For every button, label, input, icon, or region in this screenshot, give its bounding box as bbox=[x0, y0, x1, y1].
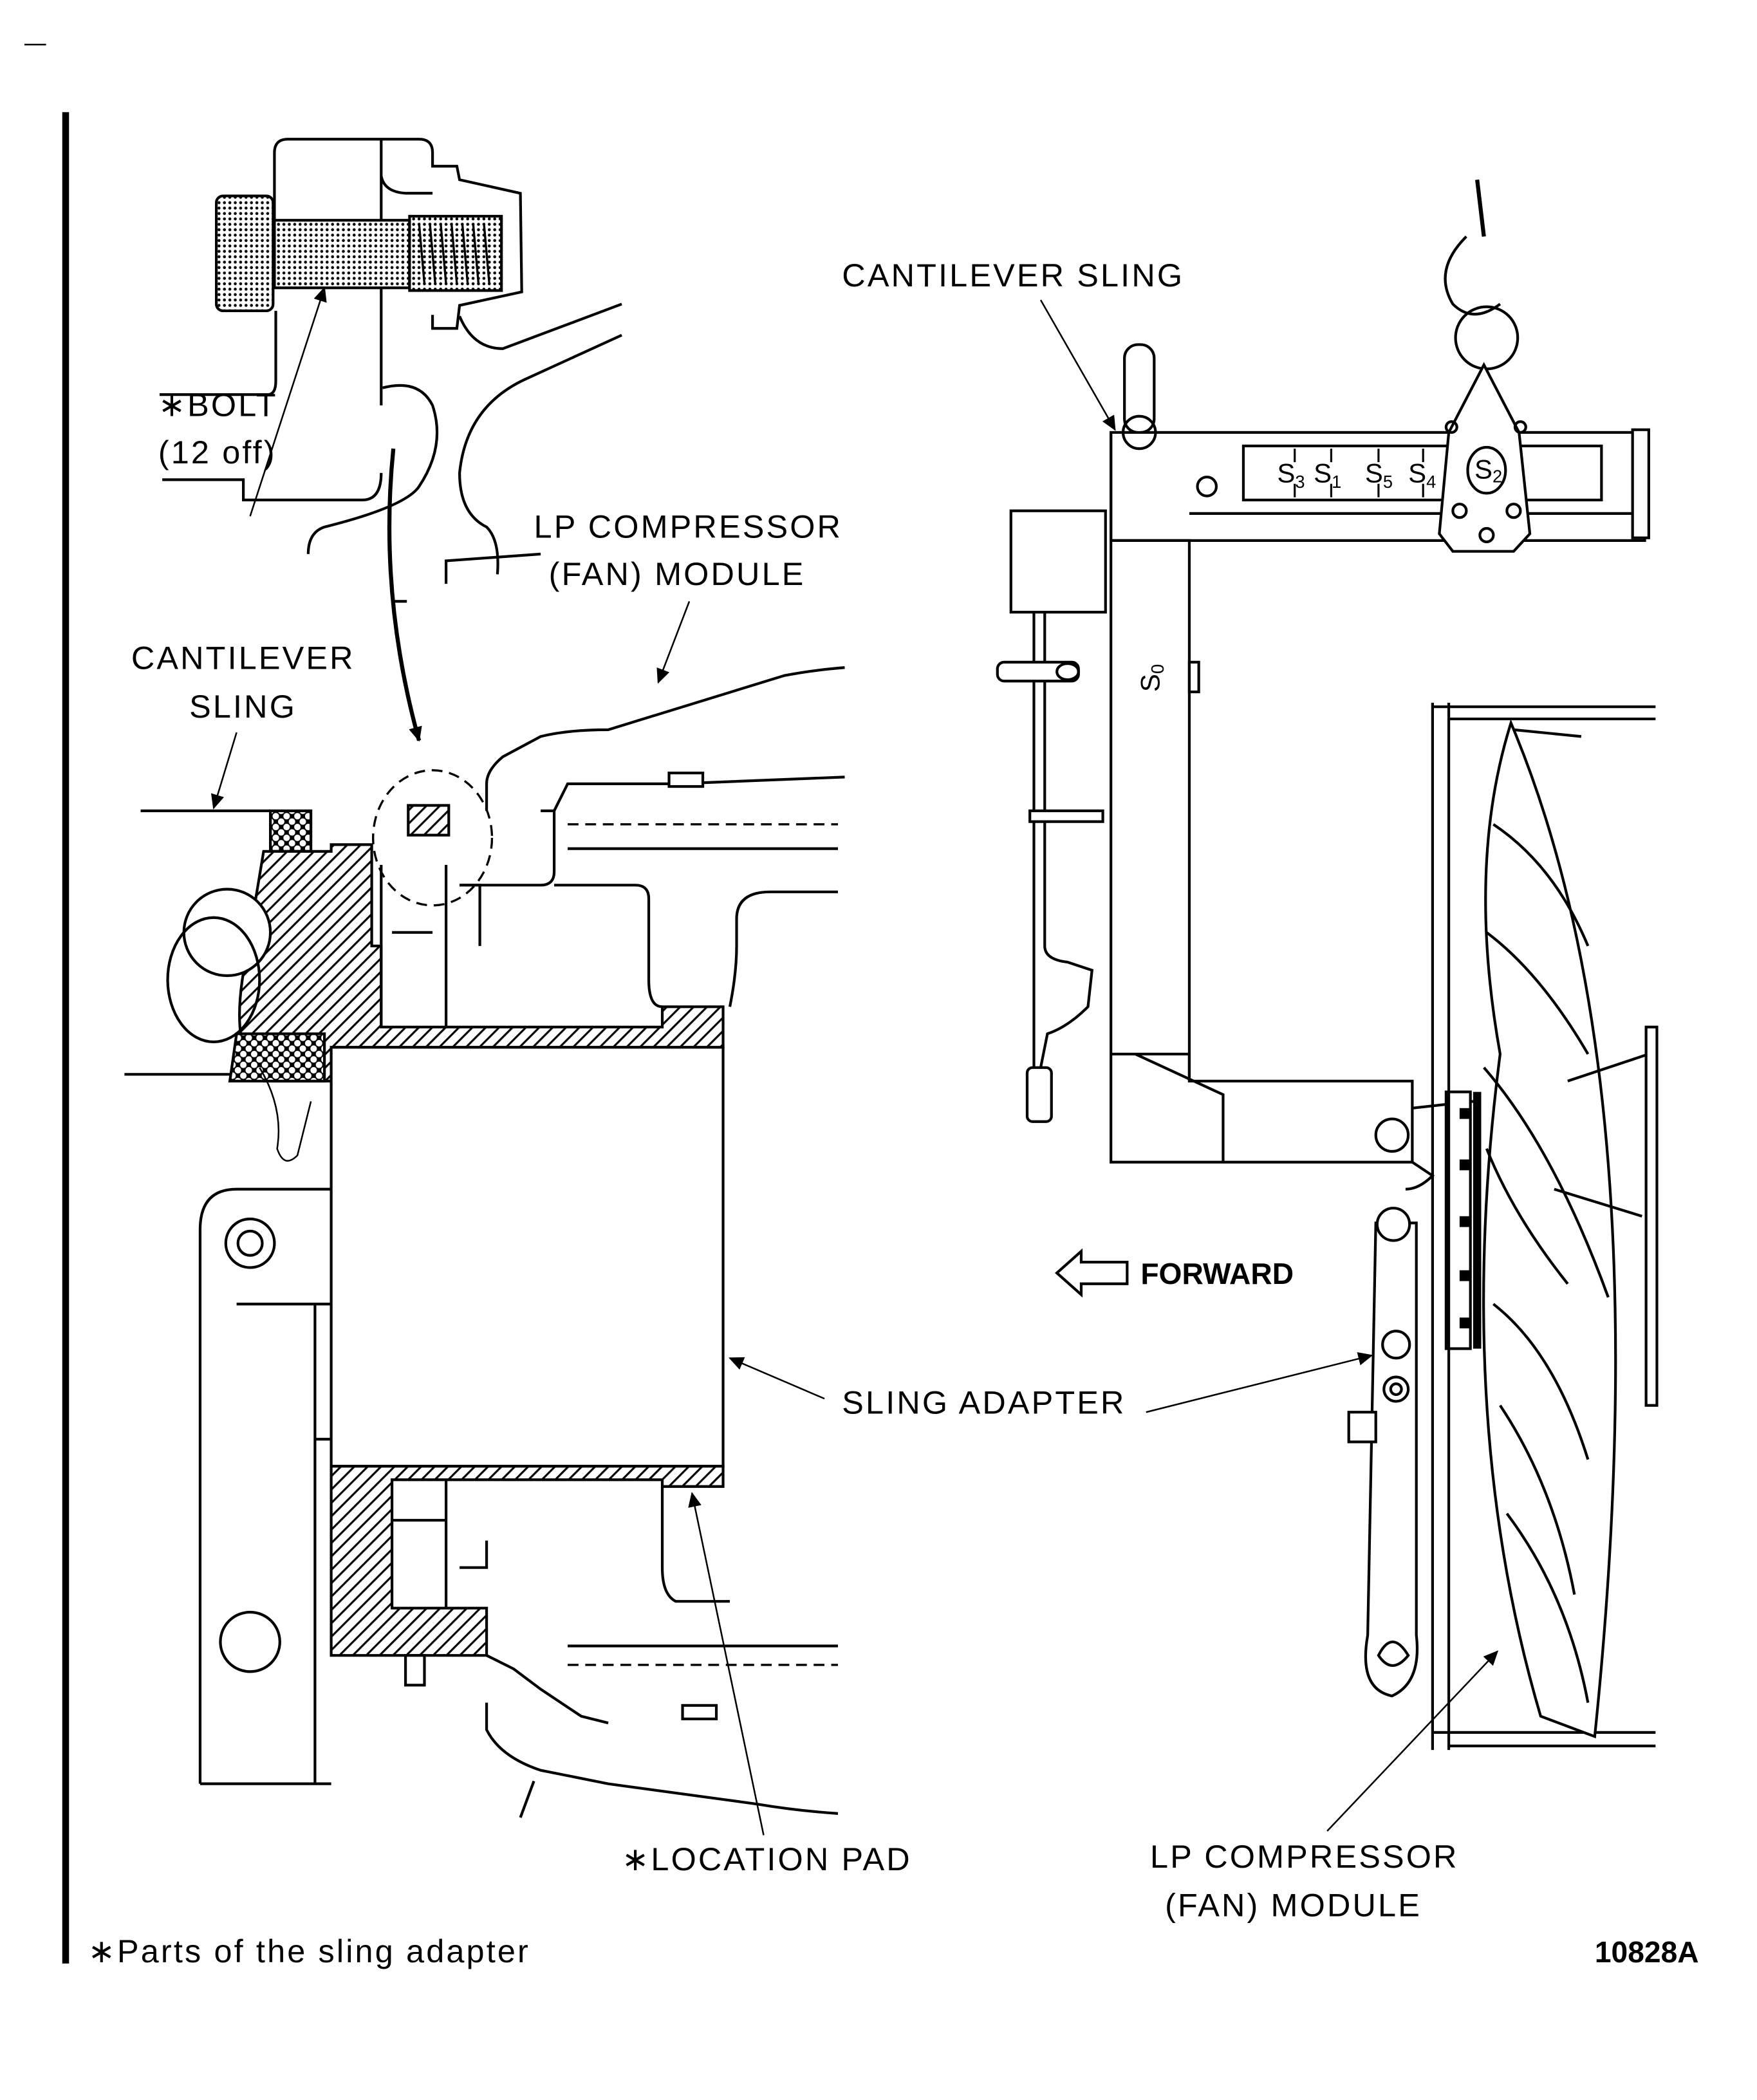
detail-reference-arrow bbox=[387, 448, 422, 742]
scale-mark-s3: S3 bbox=[1277, 458, 1305, 492]
scale-mark-s4: S4 bbox=[1408, 458, 1436, 492]
detail-circle bbox=[372, 769, 494, 907]
sling-adapter-leader-left bbox=[729, 1357, 825, 1400]
left-cantilever-label-line1: CANTILEVER bbox=[131, 639, 355, 676]
location-pad-label: ∗LOCATION PAD bbox=[622, 1841, 912, 1877]
left-lp-module-label-line1: LP COMPRESSOR bbox=[534, 508, 843, 545]
sling-adapter-label: SLING ADAPTER bbox=[842, 1384, 1126, 1420]
bolt-leader bbox=[249, 286, 327, 517]
footnote: ∗Parts of the sling adapter bbox=[88, 1933, 530, 1969]
left-lp-module-label-line2: (FAN) MODULE bbox=[549, 555, 806, 592]
scale-mark-s1: S1 bbox=[1314, 458, 1341, 492]
sling-adapter-tube bbox=[330, 1046, 725, 1468]
right-cantilever-sling-label: CANTILEVER SLING bbox=[842, 257, 1184, 293]
right-lp-module-label-line1: LP COMPRESSOR bbox=[1150, 1838, 1459, 1875]
bolt-detail bbox=[159, 138, 622, 603]
right-lp-module-label-line2: (FAN) MODULE bbox=[1165, 1886, 1422, 1923]
location-pad-leader bbox=[688, 1492, 765, 1835]
left-cantilever-leader bbox=[210, 732, 237, 810]
change-bar bbox=[62, 112, 70, 1964]
cantilever-sling bbox=[996, 179, 1650, 1698]
hoist-mark-s2: S2 bbox=[1474, 454, 1502, 486]
fan-module bbox=[1431, 702, 1659, 1751]
bolt-quantity: (12 off) bbox=[158, 434, 277, 470]
left-lp-module-leader bbox=[656, 600, 691, 684]
forward-arrow-icon bbox=[1055, 1248, 1129, 1298]
section-view bbox=[124, 666, 845, 1818]
forward-label: FORWARD bbox=[1140, 1257, 1294, 1290]
arm-mark-s0: S0 bbox=[1135, 664, 1167, 692]
left-cantilever-label-line2: SLING bbox=[189, 688, 297, 725]
figure-number: 10828A bbox=[1595, 1935, 1699, 1969]
scale-mark-s5: S5 bbox=[1365, 458, 1393, 492]
right-lp-module-leader bbox=[1326, 1650, 1499, 1832]
sling-adapter-leader-right bbox=[1146, 1352, 1373, 1413]
right-cantilever-sling-leader bbox=[1039, 299, 1116, 431]
bolt-label: ∗BOLT bbox=[158, 387, 278, 423]
